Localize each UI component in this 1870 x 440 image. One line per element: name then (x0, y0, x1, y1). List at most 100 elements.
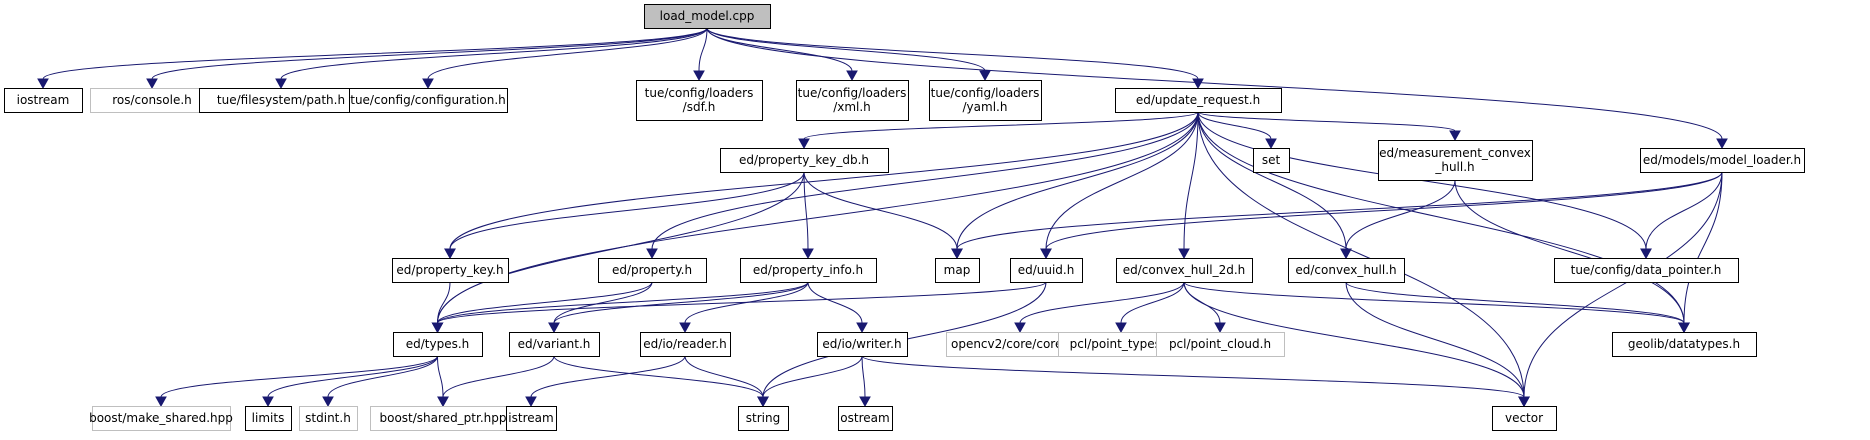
node-ros-console[interactable]: ros/console.h (90, 88, 215, 113)
node-model-loader[interactable]: ed/models/model_loader.h (1640, 148, 1805, 173)
edge-line (1345, 281, 1525, 398)
node-shared-ptr[interactable]: boost/shared_ptr.hpp (370, 406, 517, 431)
node-property-key[interactable]: ed/property_key.h (392, 258, 509, 283)
node-label: string (746, 411, 780, 425)
arrowhead-icon (155, 396, 167, 408)
edge-types-to-make_shared (155, 355, 438, 408)
edge-update_request-to-uuid (1040, 111, 1199, 260)
arrowhead-icon (757, 396, 769, 408)
node-box (640, 332, 731, 357)
node-xml[interactable]: tue/config/loaders/xml.h (796, 80, 909, 121)
edge-line (807, 281, 863, 324)
edge-line (684, 355, 764, 398)
edge-line (803, 111, 1199, 140)
arrowhead-icon (693, 70, 705, 82)
node-ostream[interactable]: ostream (838, 406, 893, 431)
node-uuid[interactable]: ed/uuid.h (1010, 258, 1083, 283)
node-box (636, 80, 763, 121)
node-root[interactable]: load_model.cpp (644, 4, 771, 29)
edge-line (449, 111, 1199, 250)
node-limits[interactable]: limits (245, 406, 292, 431)
node-tue-path[interactable]: tue/filesystem/path.h (199, 88, 364, 113)
node-map[interactable]: map (935, 258, 980, 283)
node-label: ed/variant.h (518, 337, 591, 351)
node-label: vector (1505, 411, 1543, 425)
node-convex-hull[interactable]: ed/convex_hull.h (1288, 258, 1405, 283)
edge-update_request-to-property (646, 111, 1199, 260)
arrowhead-icon (1115, 322, 1127, 334)
arrowhead-icon (1340, 248, 1352, 260)
arrowhead-icon (322, 396, 334, 408)
node-label: ed/models/model_loader.h (1643, 153, 1801, 167)
node-label: tue/filesystem/path.h (217, 93, 345, 107)
arrowhead-icon (1678, 322, 1690, 334)
node-box (929, 80, 1042, 121)
edge-line (706, 27, 986, 72)
node-update-request[interactable]: ed/update_request.h (1115, 88, 1282, 113)
edge-convex_hull_2d-to-opencv (1014, 281, 1185, 334)
edge-root-to-iostream (37, 27, 708, 90)
node-convex-hull-2d[interactable]: ed/convex_hull_2d.h (1116, 258, 1253, 283)
node-property[interactable]: ed/property.h (598, 258, 707, 283)
arrowhead-icon (1265, 138, 1277, 150)
edge-property_info-to-variant (548, 281, 809, 334)
node-box (90, 88, 215, 113)
node-label: ed/io/reader.h (643, 337, 726, 351)
node-string[interactable]: string (738, 406, 789, 431)
edge-line (437, 281, 451, 324)
node-measurement[interactable]: ed/measurement_convex_hull.h (1378, 140, 1533, 181)
node-data-pointer[interactable]: tue/config/data_pointer.h (1554, 258, 1739, 283)
edge-line (437, 171, 805, 324)
node-vector[interactable]: vector (1492, 406, 1557, 431)
node-label: ed/measurement_convex (1379, 146, 1531, 160)
node-types[interactable]: ed/types.h (393, 332, 483, 357)
arrowhead-icon (798, 138, 810, 150)
node-label: ed/property_info.h (753, 263, 863, 277)
node-stdint[interactable]: stdint.h (299, 406, 358, 431)
node-make-shared[interactable]: boost/make_shared.hpp (89, 406, 233, 431)
node-writer[interactable]: ed/io/writer.h (817, 332, 908, 357)
node-box (1378, 140, 1533, 181)
edge-root-to-tue_path (275, 27, 708, 90)
node-sdf[interactable]: tue/config/loaders/sdf.h (636, 80, 763, 121)
node-box (935, 258, 980, 283)
node-variant[interactable]: ed/variant.h (509, 332, 600, 357)
edge-property_key_db-to-map (803, 171, 963, 260)
node-box (92, 406, 231, 431)
node-set[interactable]: set (1253, 148, 1290, 173)
node-tue-config[interactable]: tue/config/configuration.h (349, 88, 508, 113)
edge-line (437, 281, 809, 324)
edge-line (698, 27, 708, 72)
node-geolib[interactable]: geolib/datatypes.h (1612, 332, 1757, 357)
node-box (738, 406, 789, 431)
edge-line (449, 171, 805, 250)
node-box (838, 406, 893, 431)
node-property-info[interactable]: ed/property_info.h (740, 258, 877, 283)
edge-property_key_db-to-property_key (444, 171, 805, 260)
node-property-key-db[interactable]: ed/property_key_db.h (720, 148, 889, 173)
node-label: tue/config/loaders (798, 86, 907, 100)
node-pcl-cloud[interactable]: pcl/point_cloud.h (1156, 332, 1285, 357)
node-iostream[interactable]: iostream (4, 88, 83, 113)
node-label: tue/config/loaders (931, 86, 1040, 100)
edge-update_request-to-convex_hull (1197, 111, 1352, 260)
edge-line (427, 27, 708, 80)
node-reader[interactable]: ed/io/reader.h (640, 332, 731, 357)
node-label: ed/property.h (612, 263, 692, 277)
node-istream[interactable]: istream (506, 406, 557, 431)
node-label: load_model.cpp (660, 9, 755, 23)
edge-line (442, 355, 555, 398)
node-label: tue/config/loaders (645, 86, 754, 100)
edge-uuid-to-types (431, 281, 1047, 334)
node-box (1115, 88, 1282, 113)
edge-line (706, 27, 1723, 140)
edge-property_info-to-writer (807, 281, 868, 334)
edge-line (1454, 179, 1685, 324)
node-yaml[interactable]: tue/config/loaders/yaml.h (929, 80, 1042, 121)
arrowhead-icon (548, 322, 560, 334)
node-label: pcl/point_cloud.h (1169, 337, 1271, 351)
edge-property_key_db-to-property_info (802, 171, 814, 260)
edges-layer (37, 27, 1728, 408)
edge-line (437, 281, 653, 324)
